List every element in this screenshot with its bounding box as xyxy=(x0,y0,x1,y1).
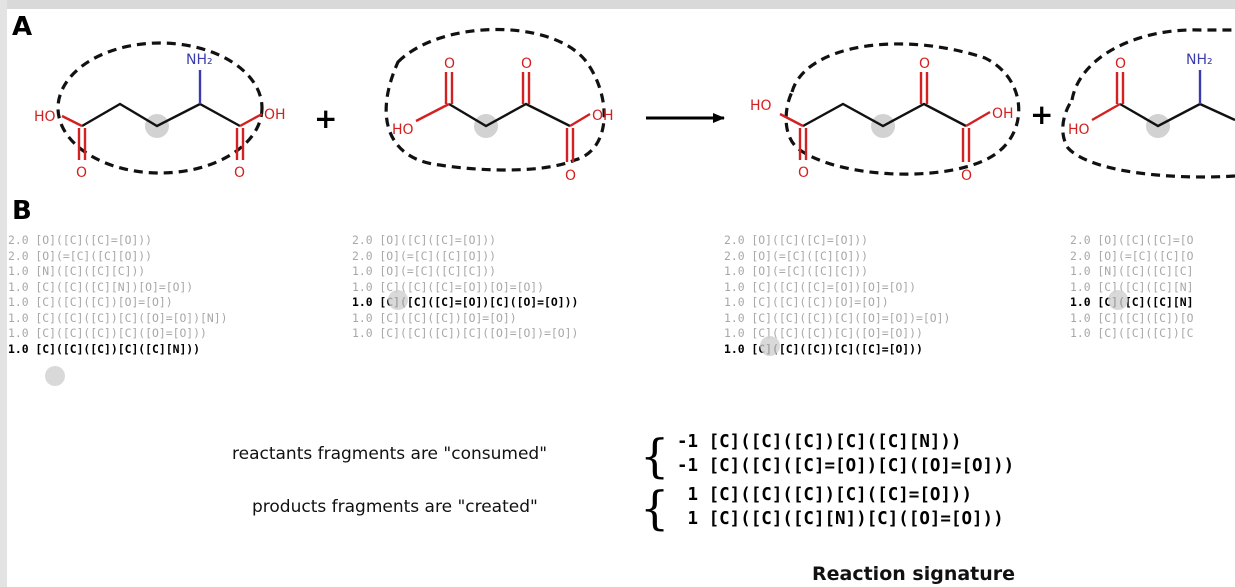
fragment-line: 1.0 [C]([C]([C])[O]=[O]) xyxy=(8,295,173,309)
products-brace: { xyxy=(640,481,670,535)
atom-label-oxygen: O xyxy=(565,168,576,184)
fragment-line: 2.0 [O]([C]([C]=[O])) xyxy=(724,233,869,247)
atom-label-hydroxyl: HO xyxy=(1068,122,1090,138)
dashed-selection-outline xyxy=(56,41,264,175)
dashed-selection-outline xyxy=(1061,28,1235,179)
plus-sign: + xyxy=(314,102,337,135)
fragment-line: 2.0 [O](=[C]([C][O])) xyxy=(352,248,497,263)
fragment-line: 2.0 [O](=[C]([C][O xyxy=(1070,248,1194,263)
fragment-line: 1.0 [C]([C]([C][N])[O]=[O]) xyxy=(8,279,194,294)
fragment-line: 1.0 [C]([C]([C])[C]([O]=[O])) xyxy=(724,326,923,340)
atom-label-hydroxyl: OH xyxy=(592,108,614,124)
atom-label-hydroxyl: OH xyxy=(992,106,1014,122)
signature-title: Reaction signature xyxy=(812,563,1016,585)
plus-sign: + xyxy=(1030,98,1053,131)
fragment-atom-marker xyxy=(1108,290,1128,310)
fragment-line: 1.0 [O](=[C]([C][C])) xyxy=(724,264,869,278)
fragment-line: 1.0 [C]([C]([C])[C]([C]=[O])) xyxy=(724,341,923,356)
signature-line: -1 [C]([C]([C]=[O])[C]([O]=[O])) xyxy=(677,456,1015,476)
dashed-selection-outline xyxy=(784,42,1021,176)
fragment-list-2-oxoglutarate: 2.0 [O]([C]([C]=[O]))2.0 [O](=[C]([C][O]… xyxy=(352,233,578,342)
fragment-line: 1.0 [C]([C]([C])[C]([C][N])) xyxy=(8,341,201,356)
fragment-line: 1.0 [C]([C]([C])[C]([O]=[O])=[O]) xyxy=(724,310,951,325)
fragment-line: 1.0 [N]([C]([C][C])) xyxy=(8,264,146,278)
fragment-line: 1.0 [C]([C]([C][N] xyxy=(1070,279,1194,294)
atom-label-amine: NH₂ xyxy=(186,52,213,68)
fragment-atom-marker xyxy=(388,290,408,310)
molecule-glutamate xyxy=(56,41,264,175)
panel-b-label: B xyxy=(12,196,32,226)
fragment-line: 1.0 [O](=[C]([C][C])) xyxy=(352,264,497,278)
signature-line: 1 [C]([C]([C][N])[C]([O]=[O])) xyxy=(677,509,1004,529)
atom-label-hydroxyl: HO xyxy=(392,122,414,138)
top-border xyxy=(0,0,1235,9)
fragment-line: 2.0 [O]([C]([C]=[O])) xyxy=(8,233,153,247)
fragment-line: 2.0 [O]([C]([C]=[O])) xyxy=(352,233,497,247)
atom-label-oxygen: O xyxy=(521,56,532,72)
molecule-product-2-oxoglutarate xyxy=(779,42,1021,176)
fragment-atom-marker xyxy=(45,366,65,386)
fragment-line: 1.0 [C]([C]([C]=[O])[O]=[O]) xyxy=(352,279,545,294)
fragment-line: 1.0 [C]([C]([C]=[O])[C]([O]=[O])) xyxy=(352,295,579,309)
signature-line: -1 [C]([C]([C])[C]([C][N])) xyxy=(677,432,962,452)
panel-a-label: A xyxy=(12,12,33,42)
atom-label-hydroxyl: HO xyxy=(34,109,56,125)
products-caption: products fragments are "created" xyxy=(252,497,538,517)
atom-label-oxygen: O xyxy=(919,56,930,72)
atom-label-oxygen: O xyxy=(76,165,87,181)
atom-label-hydroxyl: HO xyxy=(750,98,772,114)
dashed-selection-outline xyxy=(384,27,606,172)
fragment-line: 1.0 [C]([C]([C])[O]=[O]) xyxy=(352,310,517,325)
atom-label-oxygen: O xyxy=(798,165,809,181)
molecule-product-glutamate xyxy=(1061,28,1235,179)
fragment-line: 1.0 [C]([C]([C])[C]([O]=[O])) xyxy=(8,326,207,340)
fragment-line: 1.0 [C]([C]([C]=[O])[O]=[O]) xyxy=(724,279,917,294)
atom-label-oxygen: O xyxy=(1115,56,1126,72)
atom-label-oxygen: O xyxy=(234,165,245,181)
signature-line: 1 [C]([C]([C])[C]([C]=[O])) xyxy=(677,485,973,505)
fragment-atom-marker xyxy=(760,336,780,356)
fragment-line: 2.0 [O]([C]([C]=[O xyxy=(1070,233,1194,247)
fragment-line: 1.0 [C]([C]([C])[O xyxy=(1070,310,1194,325)
reactants-caption: reactants fragments are "consumed" xyxy=(232,444,548,464)
atom-label-oxygen: O xyxy=(444,56,455,72)
fragment-line: 1.0 [N]([C]([C][C] xyxy=(1070,264,1194,278)
reactants-brace: { xyxy=(640,429,670,483)
atom-label-hydroxyl: OH xyxy=(264,107,286,123)
fragment-list-glutamate: 2.0 [O]([C]([C]=[O]))2.0 [O](=[C]([C][O]… xyxy=(8,233,227,357)
fragment-line: 1.0 [C]([C]([C])[C xyxy=(1070,326,1194,340)
reaction-scheme: HO OH O O NH₂ HO O O OH O HO O O OH O HO… xyxy=(34,27,1235,184)
fragment-line: 2.0 [O](=[C]([C][O])) xyxy=(724,248,869,263)
atom-label-amine: NH₂ xyxy=(1186,52,1213,68)
fragment-line: 2.0 [O](=[C]([C][O])) xyxy=(8,248,153,263)
fragment-line: 1.0 [C]([C]([C][N] xyxy=(1070,295,1194,309)
left-border xyxy=(0,0,7,587)
molecule-2-oxoglutarate xyxy=(384,27,606,172)
fragment-list-product-2-oxoglutarate: 2.0 [O]([C]([C]=[O]))2.0 [O](=[C]([C][O]… xyxy=(724,233,950,357)
atom-label-oxygen: O xyxy=(961,168,972,184)
fragment-line: 1.0 [C]([C]([C])[C]([O]=[O])=[O]) xyxy=(352,326,579,340)
fragment-line: 1.0 [C]([C]([C])[O]=[O]) xyxy=(724,295,889,309)
fragment-line: 1.0 [C]([C]([C])[C]([O]=[O])[N]) xyxy=(8,310,228,325)
